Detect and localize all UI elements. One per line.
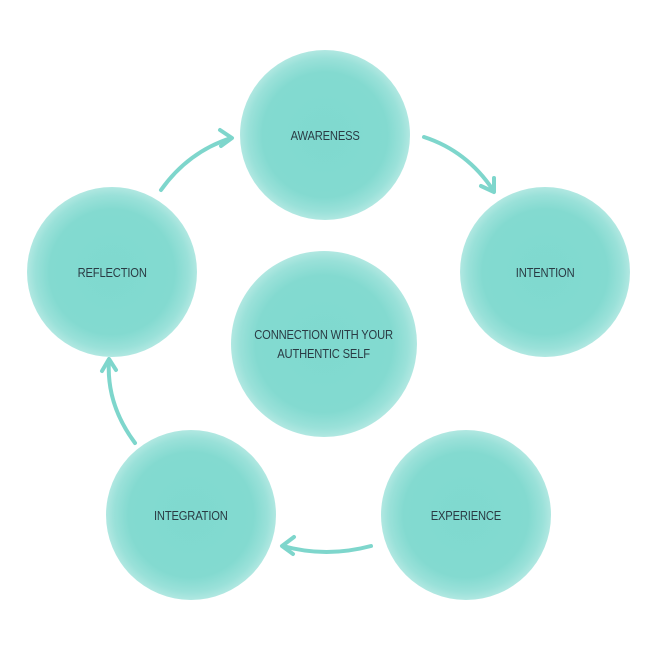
stage-integration-label: INTEGRATION [154, 507, 228, 523]
arrow-awareness-to-intention [422, 135, 496, 194]
stage-awareness: AWARENESS [240, 50, 410, 220]
arrow-integration-to-reflection [100, 357, 137, 445]
stage-reflection: REFLECTION [27, 187, 197, 357]
arrow-reflection-to-awareness [159, 128, 234, 192]
center-label: CONNECTION WITH YOUR AUTHENTIC SELF [255, 325, 394, 363]
stage-awareness-label: AWARENESS [290, 127, 360, 143]
center-label-line2: AUTHENTIC SELF [277, 346, 371, 361]
stage-integration: INTEGRATION [106, 430, 276, 600]
stage-intention: INTENTION [460, 187, 630, 357]
stage-experience: EXPERIENCE [381, 430, 551, 600]
arrow-experience-to-integration [280, 535, 373, 556]
stage-intention-label: INTENTION [515, 264, 575, 280]
center-node: CONNECTION WITH YOUR AUTHENTIC SELF [231, 251, 417, 437]
stage-reflection-label: REFLECTION [77, 264, 147, 280]
center-label-line1: CONNECTION WITH YOUR [254, 327, 394, 342]
stage-experience-label: EXPERIENCE [430, 507, 502, 523]
